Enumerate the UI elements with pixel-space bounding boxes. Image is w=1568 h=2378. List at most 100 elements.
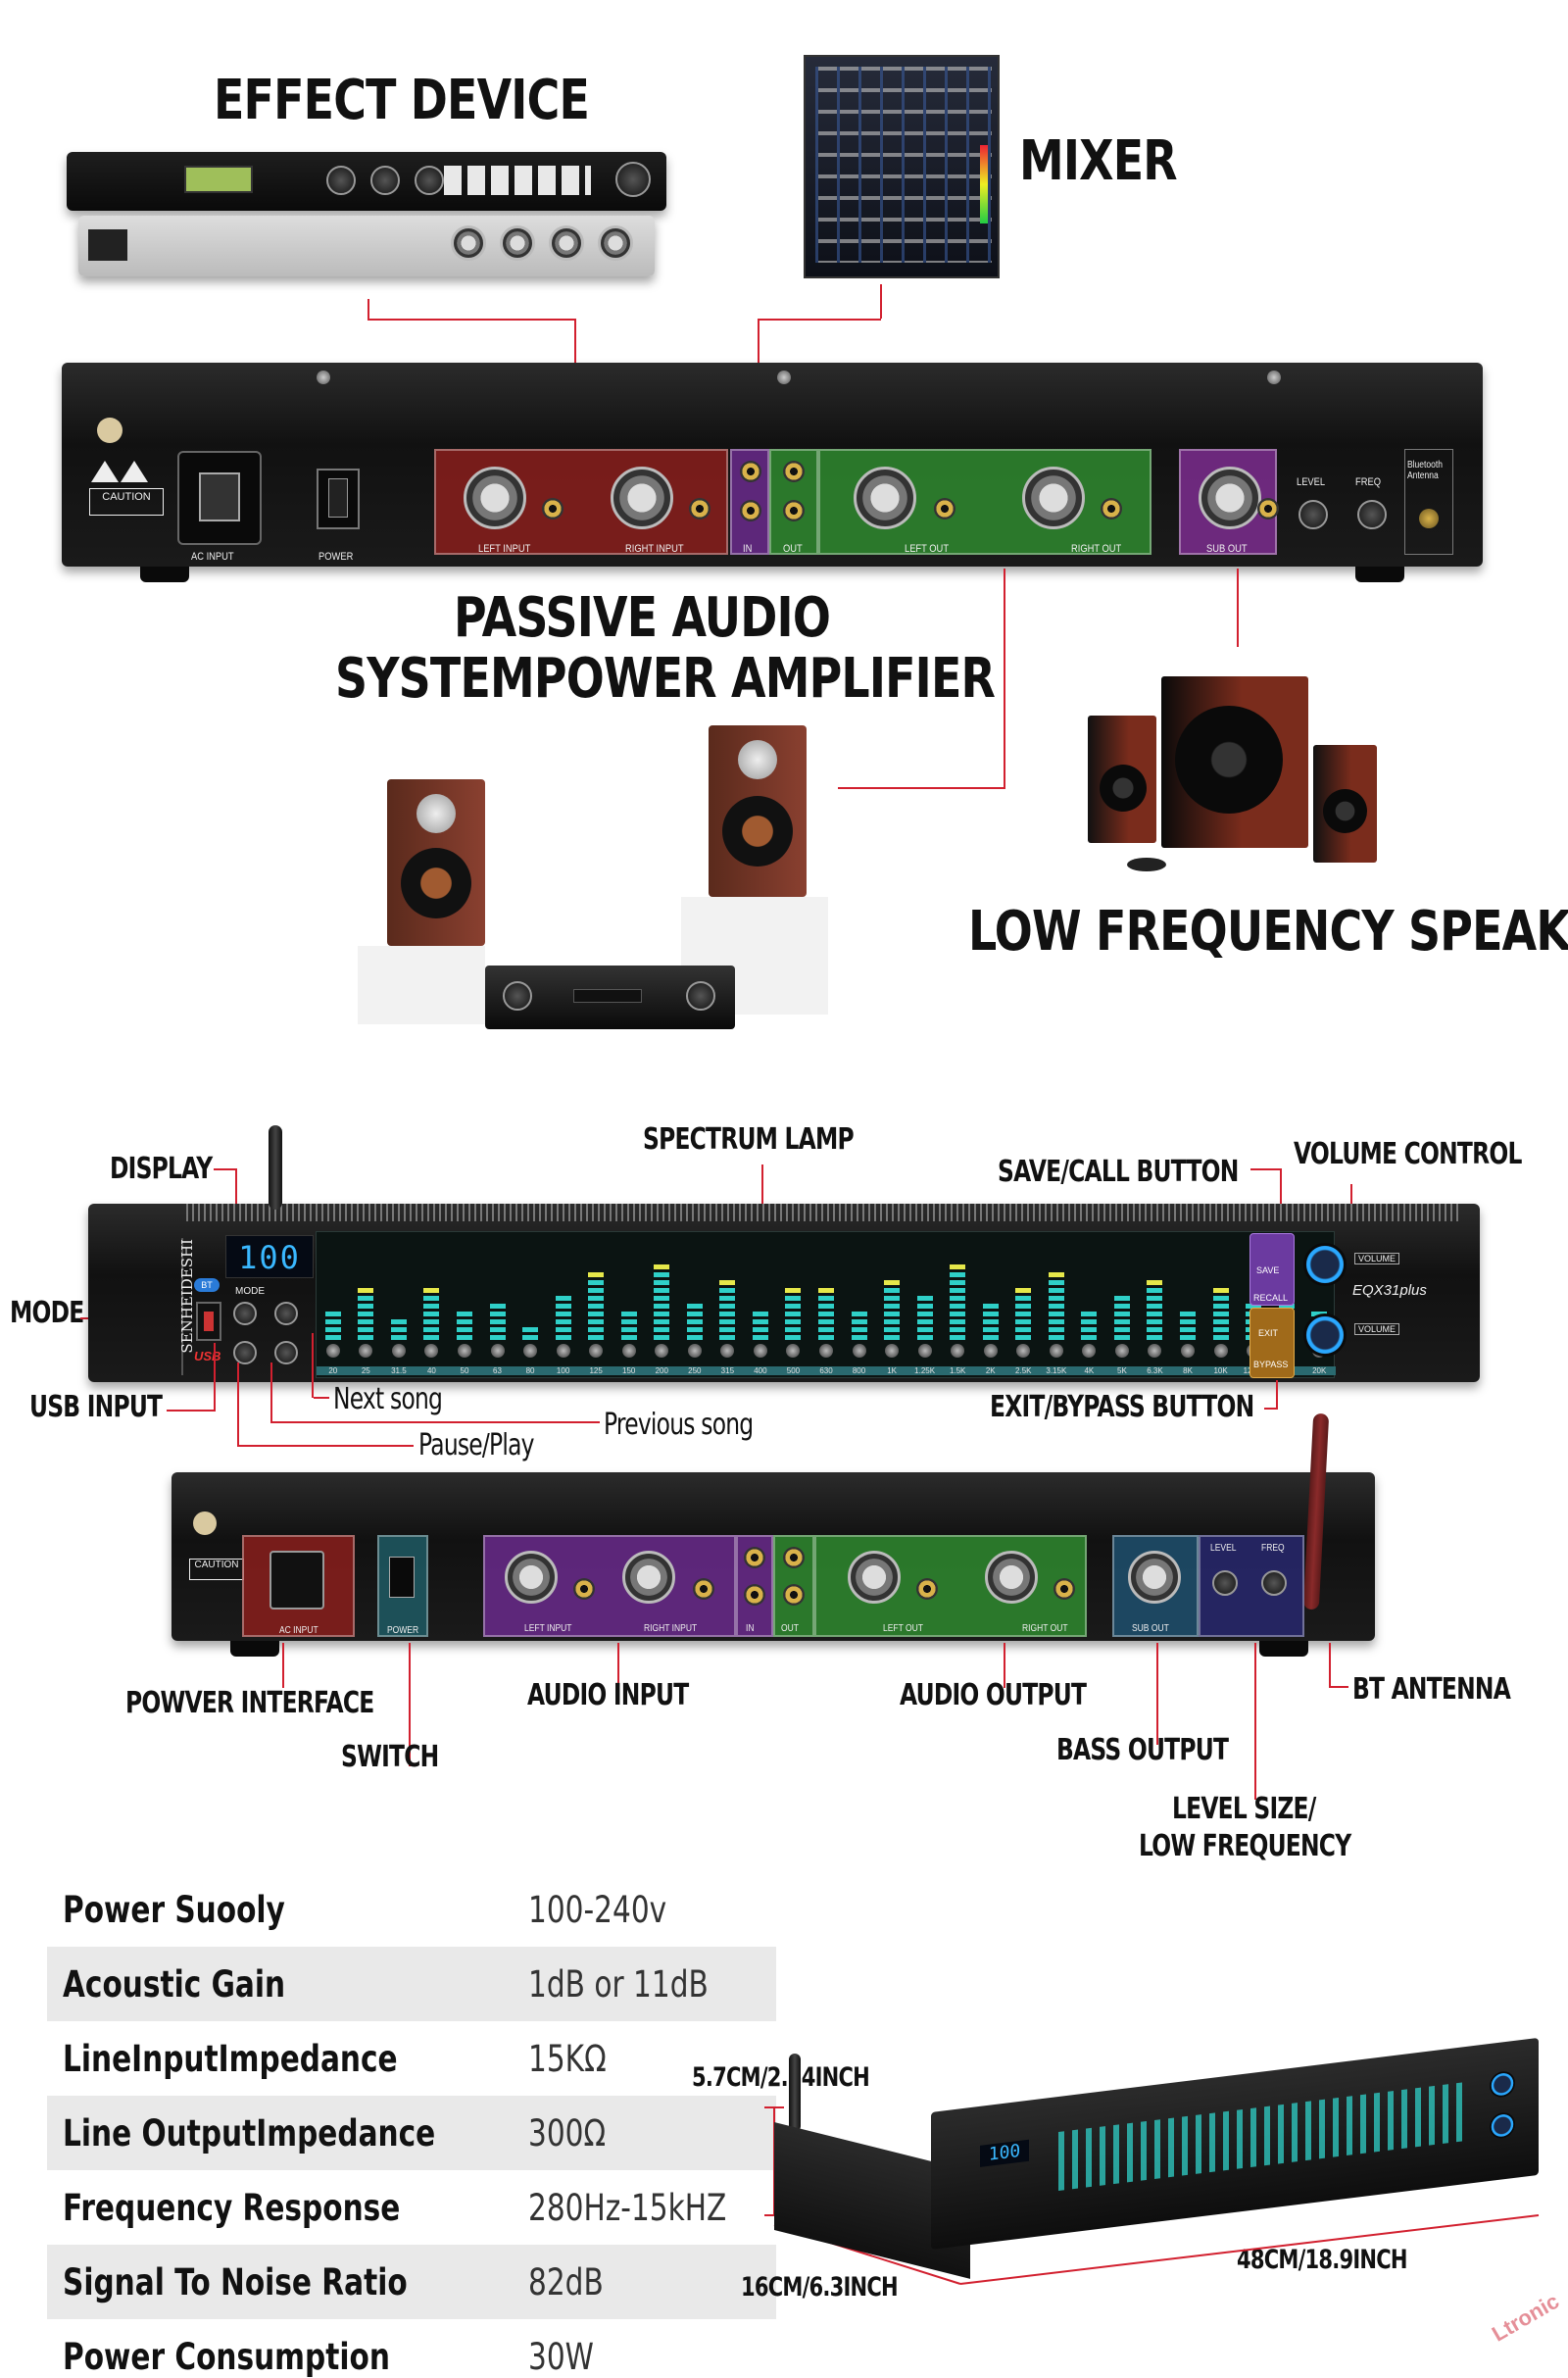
volume-control-callout: VOLUME CONTROL bbox=[1294, 1137, 1522, 1171]
band-slider-knob[interactable] bbox=[720, 1344, 735, 1358]
exit-button[interactable]: EXIT bbox=[1258, 1328, 1279, 1338]
frequency-label: 31.5 bbox=[382, 1366, 416, 1375]
brand-label: SENHEIDESHI bbox=[178, 1239, 196, 1354]
spectrum-bar bbox=[1113, 1293, 1130, 1340]
band-slider-knob[interactable] bbox=[589, 1344, 604, 1358]
band-slider-knob[interactable] bbox=[325, 1344, 340, 1358]
frequency-label: 125 bbox=[579, 1366, 612, 1375]
exit-bypass-button-callout: EXIT/BYPASS BUTTON bbox=[990, 1390, 1254, 1424]
band-slider-knob[interactable] bbox=[1049, 1344, 1063, 1358]
spectrum-bar bbox=[686, 1301, 703, 1340]
band-slider-knob[interactable] bbox=[1181, 1344, 1196, 1358]
bypass-button[interactable]: BYPASS bbox=[1253, 1360, 1289, 1369]
spectrum-bar bbox=[489, 1301, 506, 1340]
amplifier-title-line2: SYSTEMPOWER AMPLIFIER bbox=[335, 647, 996, 711]
spectrum-bar bbox=[423, 1285, 440, 1340]
left-input-label: LEFT INPUT bbox=[478, 543, 531, 555]
frequency-label: 250 bbox=[678, 1366, 711, 1375]
band-slider-knob[interactable] bbox=[819, 1344, 833, 1358]
mixer-title: MIXER bbox=[1019, 129, 1178, 193]
spec-value: 1dB or 11dB bbox=[528, 1962, 710, 2006]
usb-port[interactable] bbox=[196, 1302, 221, 1341]
band-slider-knob[interactable] bbox=[359, 1344, 373, 1358]
audio-input-callout: AUDIO INPUT bbox=[527, 1678, 689, 1712]
band-slider-knob[interactable] bbox=[621, 1344, 636, 1358]
spectrum-bar bbox=[324, 1309, 341, 1340]
spectrum-bar bbox=[654, 1262, 670, 1340]
band-slider-knob[interactable] bbox=[1114, 1344, 1129, 1358]
frequency-label: 400 bbox=[744, 1366, 777, 1375]
spec-value: 300Ω bbox=[528, 2111, 607, 2155]
passive-speakers-photo bbox=[358, 725, 838, 1039]
volume-knob-2[interactable] bbox=[1303, 1313, 1347, 1357]
band-slider-knob[interactable] bbox=[1213, 1344, 1228, 1358]
right-out-label: RIGHT OUT bbox=[1071, 543, 1122, 555]
frequency-label: 10K bbox=[1203, 1366, 1238, 1375]
volume-label-2: VOLUME bbox=[1354, 1323, 1400, 1335]
mode-label: MODE bbox=[235, 1286, 265, 1297]
effect-device-title: EFFECT DEVICE bbox=[214, 69, 590, 132]
spectrum-bar bbox=[785, 1285, 802, 1340]
ac-input-label-bottom: AC INPUT bbox=[279, 1625, 318, 1636]
recall-button[interactable]: RECALL bbox=[1253, 1293, 1289, 1303]
spec-key: Power Suooly bbox=[63, 1888, 285, 1931]
previous-song-button[interactable] bbox=[274, 1341, 298, 1364]
band-slider-knob[interactable] bbox=[1016, 1344, 1031, 1358]
spectrum-bar bbox=[1015, 1285, 1032, 1340]
band-slider-knob[interactable] bbox=[1082, 1344, 1097, 1358]
band-slider-knob[interactable] bbox=[951, 1344, 965, 1358]
dimension-device-photo: 100 bbox=[774, 2037, 1558, 2279]
front-antenna bbox=[269, 1125, 282, 1210]
left-out-label: LEFT OUT bbox=[905, 543, 950, 555]
save-button[interactable]: SAVE bbox=[1256, 1265, 1280, 1275]
mode-button[interactable] bbox=[233, 1302, 257, 1325]
band-slider-knob[interactable] bbox=[852, 1344, 866, 1358]
low-frequency-speaker-photo bbox=[1088, 676, 1411, 882]
frequency-label: 100 bbox=[546, 1366, 580, 1375]
band-slider-knob[interactable] bbox=[424, 1344, 439, 1358]
band-slider-knob[interactable] bbox=[391, 1344, 406, 1358]
spectrum-lamp-callout: SPECTRUM LAMP bbox=[643, 1122, 855, 1157]
freq-label-bottom: FREQ bbox=[1261, 1543, 1285, 1554]
spectrum-bar bbox=[358, 1285, 374, 1340]
band-slider-knob[interactable] bbox=[523, 1344, 538, 1358]
band-slider-knob[interactable] bbox=[786, 1344, 801, 1358]
next-song-button[interactable] bbox=[274, 1302, 298, 1325]
volume-knob-1[interactable] bbox=[1303, 1243, 1347, 1286]
band-slider-knob[interactable] bbox=[490, 1344, 505, 1358]
spectrum-bar bbox=[1048, 1269, 1064, 1340]
band-slider-knob[interactable] bbox=[983, 1344, 998, 1358]
sub-out-label-bottom: SUB OUT bbox=[1132, 1623, 1169, 1634]
depth-dimension: 16CM/6.3INCH bbox=[741, 2272, 899, 2303]
band-slider-knob[interactable] bbox=[655, 1344, 669, 1358]
left-out-label-bottom: LEFT OUT bbox=[883, 1623, 923, 1634]
band-slider-knob[interactable] bbox=[917, 1344, 932, 1358]
rear-panel-bottom: CAUTION AC INPUT POWER LEFT INPUT RIGHT … bbox=[172, 1412, 1375, 1657]
spec-key: LineInputImpedance bbox=[63, 2037, 398, 2080]
frequency-label: 20 bbox=[317, 1366, 350, 1375]
frequency-label: 1.25K bbox=[907, 1366, 942, 1375]
volume-label-1: VOLUME bbox=[1354, 1253, 1400, 1264]
frequency-label: 20K bbox=[1302, 1366, 1336, 1375]
band-slider-knob[interactable] bbox=[1148, 1344, 1162, 1358]
bt-antenna-callout: BT ANTENNA bbox=[1352, 1672, 1511, 1707]
band-slider-knob[interactable] bbox=[885, 1344, 900, 1358]
mode-callout: MODE bbox=[10, 1296, 84, 1330]
usb-label: USB bbox=[194, 1349, 221, 1363]
led-display: 100 bbox=[225, 1235, 314, 1278]
band-slider-knob[interactable] bbox=[457, 1344, 471, 1358]
band-slider-knob[interactable] bbox=[687, 1344, 702, 1358]
frequency-label: 500 bbox=[776, 1366, 810, 1375]
frequency-label: 200 bbox=[645, 1366, 679, 1375]
spec-key: Power Consumption bbox=[63, 2335, 390, 2378]
band-slider-knob[interactable] bbox=[753, 1344, 767, 1358]
band-slider-knob[interactable] bbox=[556, 1344, 570, 1358]
spec-key: Frequency Response bbox=[63, 2186, 401, 2229]
spectrum-bar bbox=[719, 1277, 736, 1340]
pause-play-button[interactable] bbox=[233, 1341, 257, 1364]
